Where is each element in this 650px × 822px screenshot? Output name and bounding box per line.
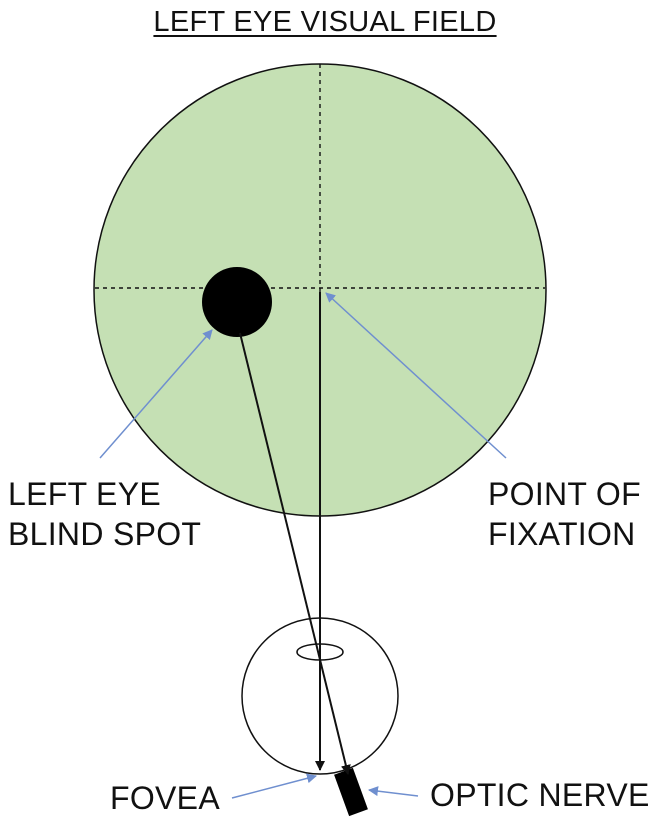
fixation-label-line-2: FIXATION <box>488 516 636 552</box>
fixation-pointer-arrow <box>325 292 507 459</box>
optic-nerve-label: OPTIC NERVE <box>430 777 650 813</box>
fixation-label: POINT OF FIXATION <box>488 474 641 554</box>
optic-nerve-pointer-arrow <box>368 786 419 797</box>
blind-spot-pointer-arrow <box>99 329 213 459</box>
diagram-title: LEFT EYE VISUAL FIELD <box>153 6 497 38</box>
fovea-pointer-arrow <box>231 773 317 799</box>
blind-spot-label-line-1: LEFT EYE <box>8 476 161 512</box>
fixation-label-line-1: POINT OF <box>488 476 641 512</box>
blind-spot-ray <box>239 332 351 775</box>
optic-nerve-bar <box>334 767 368 817</box>
blind-spot-label-line-2: BLIND SPOT <box>8 516 202 552</box>
blind-spot-label: LEFT EYE BLIND SPOT <box>8 474 201 554</box>
fovea-label: FOVEA <box>110 780 220 816</box>
blind-spot-disc <box>202 267 272 337</box>
